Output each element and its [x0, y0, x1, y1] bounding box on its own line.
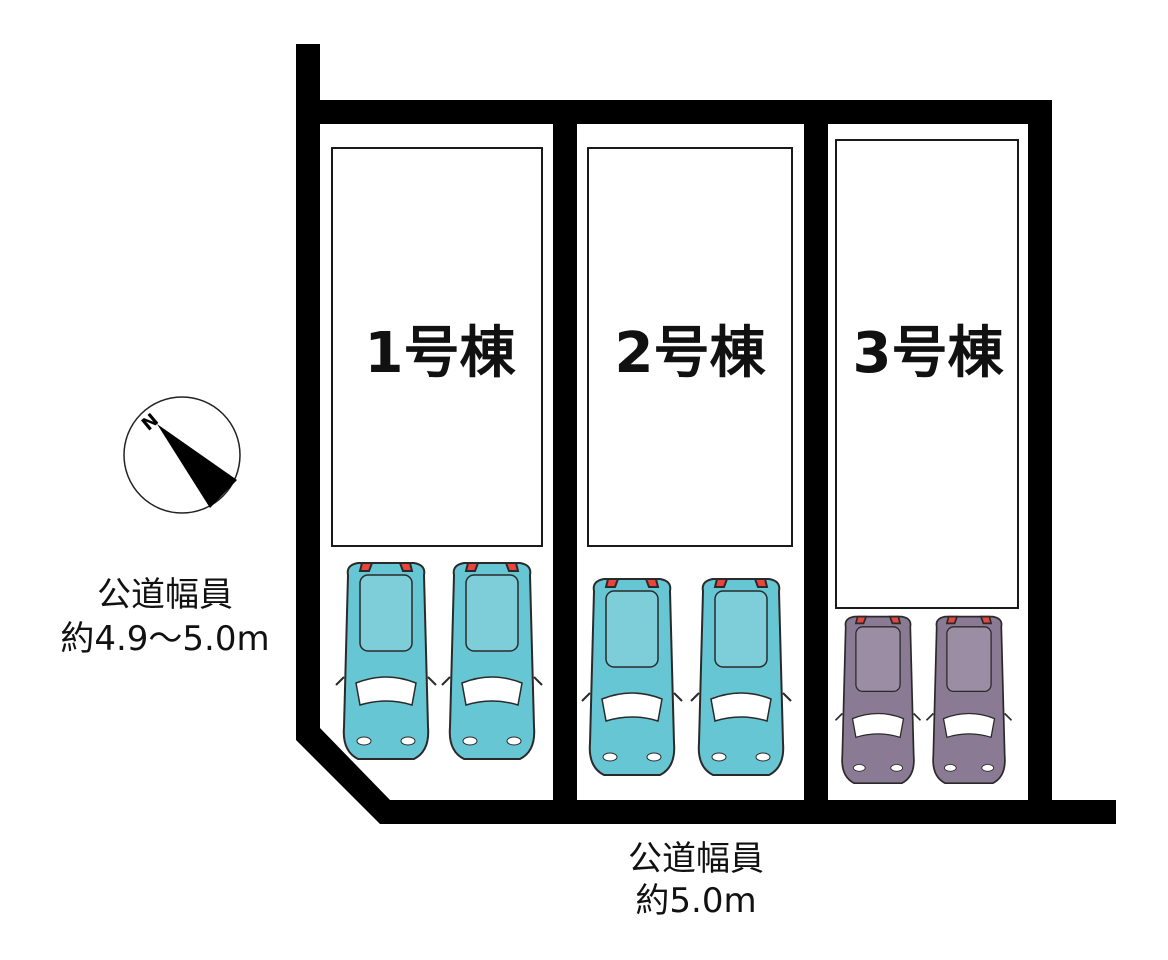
building-label-3: 3号棟: [853, 321, 1005, 386]
south-road-label-line2: 約5.0m: [635, 881, 756, 921]
house-outline-3: [835, 139, 1019, 609]
lot-1: 1号棟: [331, 147, 543, 760]
lot-2: 2号棟: [581, 147, 793, 776]
north-compass: N: [123, 396, 241, 514]
car-1a: [335, 562, 437, 760]
house-outline-1: [331, 147, 543, 547]
car-3b: [925, 615, 1013, 785]
building-label-1: 1号棟: [365, 321, 517, 386]
south-road-label-line1: 公道幅員: [628, 839, 764, 879]
car-2a: [581, 578, 683, 776]
car-2b: [690, 578, 792, 776]
car-3a: [834, 615, 922, 785]
south-road-label: 公道幅員 約5.0m: [628, 839, 764, 921]
building-label-2: 2号棟: [615, 321, 767, 386]
house-outline-2: [587, 147, 793, 547]
lot-3: 3号棟: [834, 139, 1019, 785]
north-arrow-icon: [157, 424, 237, 508]
west-road-label-line1: 公道幅員: [97, 575, 233, 615]
site-boundary: [296, 44, 1116, 824]
west-road-label-line2: 約4.9〜5.0m: [60, 619, 269, 659]
west-road-label: 公道幅員 約4.9〜5.0m: [60, 575, 269, 659]
car-1b: [441, 562, 543, 760]
